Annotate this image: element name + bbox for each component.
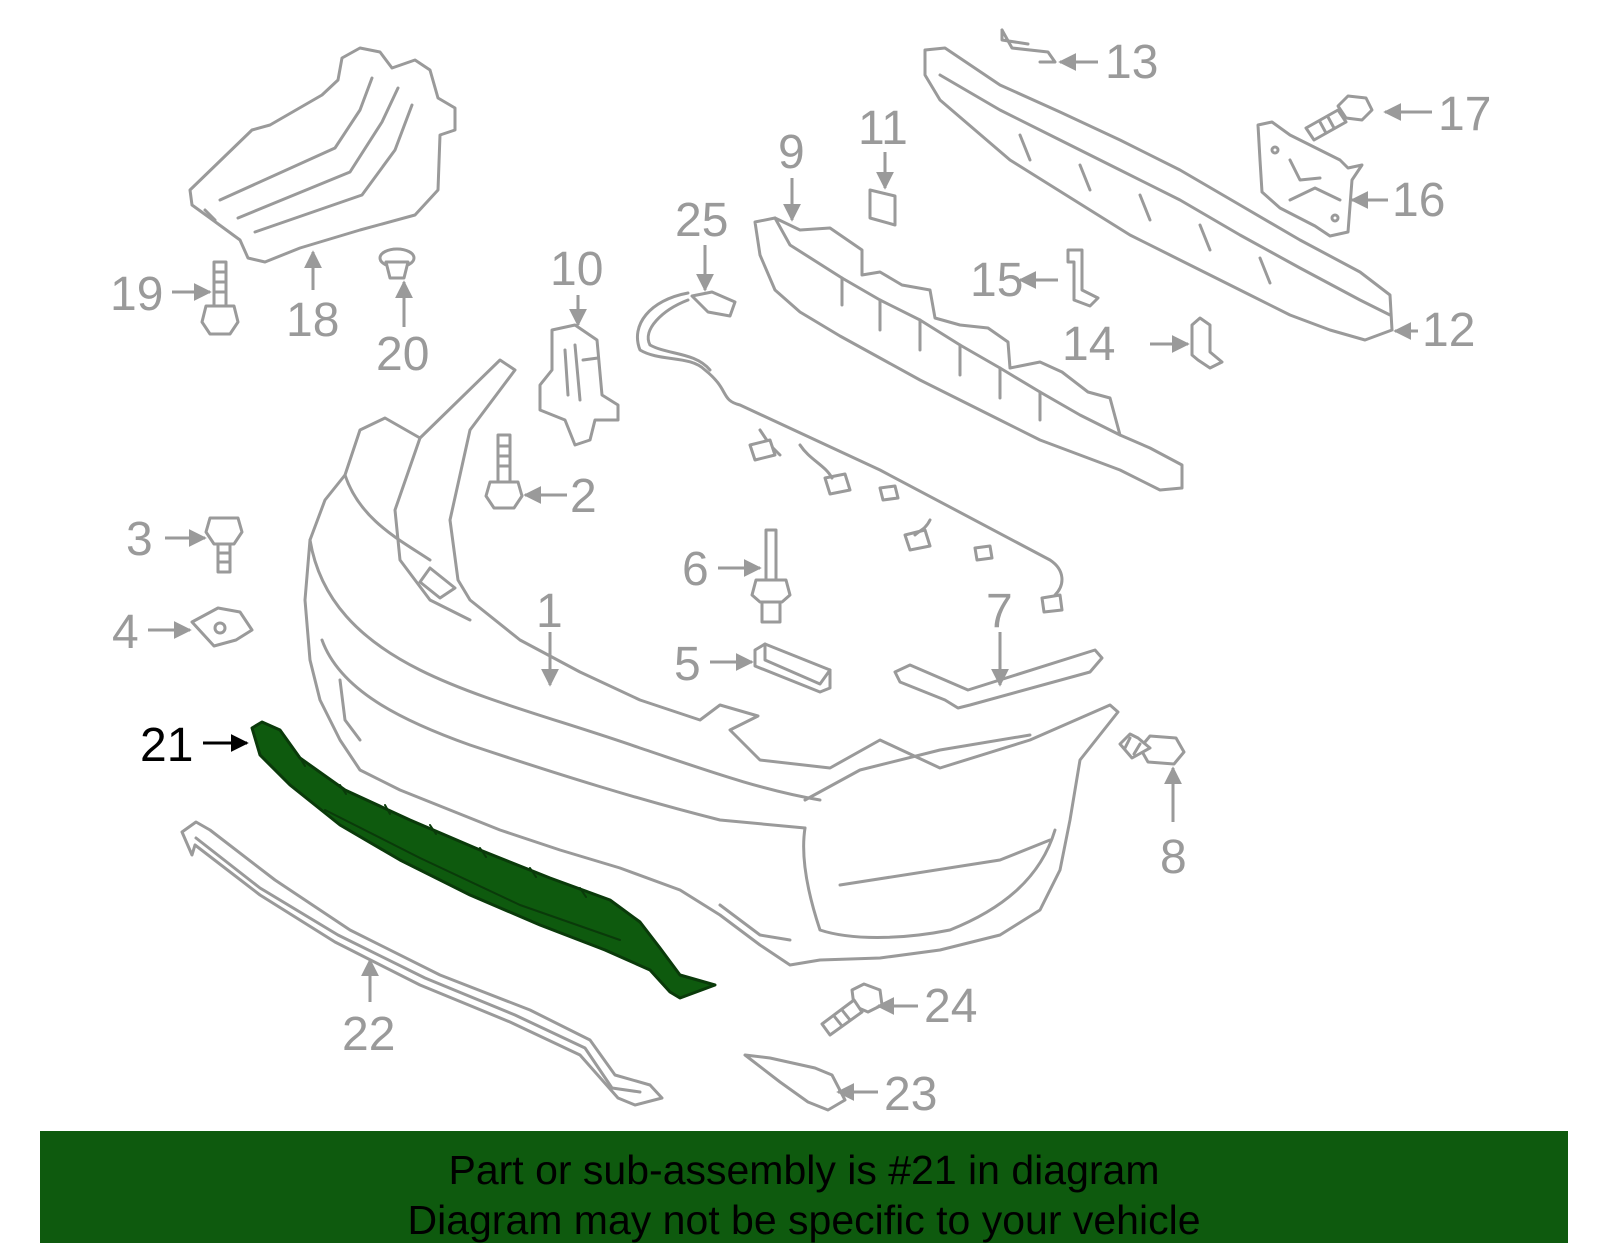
banner-line-disclaimer: Diagram may not be specific to your vehi… xyxy=(407,1197,1201,1243)
callout-2: 2 xyxy=(570,470,597,523)
callout-8: 8 xyxy=(1160,831,1187,884)
clip-part-14 xyxy=(1190,316,1224,370)
bolt-part-3 xyxy=(204,516,244,574)
callout-19: 19 xyxy=(110,268,163,321)
bolt-part-17 xyxy=(1304,94,1374,142)
info-banner: Part or sub-assembly is #21 in diagram D… xyxy=(40,1131,1568,1243)
pad-part-5 xyxy=(753,642,832,694)
reflector-strip-part-7 xyxy=(893,648,1104,710)
bracket-part-10 xyxy=(538,323,620,447)
callout-16: 16 xyxy=(1392,174,1445,227)
wiring-harness-part-25 xyxy=(636,290,1064,614)
callout-12: 12 xyxy=(1422,304,1475,357)
bumper-cover-part-1 xyxy=(303,358,1120,967)
corner-cover-part-23 xyxy=(743,1053,847,1112)
callout-1: 1 xyxy=(536,585,563,638)
callout-10: 10 xyxy=(550,243,603,296)
banner-line-part-number: Part or sub-assembly is #21 in diagram xyxy=(448,1147,1160,1193)
callout-18: 18 xyxy=(286,294,339,347)
push-clip-part-20 xyxy=(378,247,416,280)
callout-9: 9 xyxy=(778,126,805,179)
callout-20: 20 xyxy=(376,328,429,381)
callout-17: 17 xyxy=(1438,88,1491,141)
callout-14: 14 xyxy=(1062,318,1115,371)
bracket-plate-part-16 xyxy=(1256,120,1364,238)
bracket-part-15 xyxy=(1066,248,1100,308)
callout-22: 22 xyxy=(342,1008,395,1061)
lower-valance-part-21 xyxy=(250,720,717,1000)
callout-6: 6 xyxy=(682,543,709,596)
reinforcement-bar-part-12 xyxy=(923,46,1394,342)
energy-absorber-part-9 xyxy=(753,216,1184,492)
stud-part-6 xyxy=(750,528,792,624)
leader-lines xyxy=(148,53,1432,1101)
callout-11: 11 xyxy=(858,102,908,155)
callout-24: 24 xyxy=(924,980,977,1033)
splash-shield-part-18 xyxy=(188,46,457,264)
callout-13: 13 xyxy=(1105,36,1158,89)
callout-7: 7 xyxy=(986,585,1013,638)
bolt-part-19 xyxy=(200,260,240,336)
trim-strip-part-22 xyxy=(180,820,664,1107)
callout-4: 4 xyxy=(112,606,139,659)
label-part-11 xyxy=(868,188,897,227)
callout-25: 25 xyxy=(675,194,728,247)
retainer-clip-part-4 xyxy=(190,606,254,648)
bolt-part-8 xyxy=(1118,732,1186,766)
clip-part-13 xyxy=(1000,28,1057,64)
callout-23: 23 xyxy=(884,1068,937,1121)
bolt-part-24 xyxy=(820,982,884,1037)
bolt-part-2 xyxy=(484,433,524,510)
callout-21: 21 xyxy=(140,719,193,772)
callout-15: 15 xyxy=(970,254,1023,307)
callout-3: 3 xyxy=(126,513,153,566)
callout-labels: 13 17 11 9 16 25 10 15 19 18 12 14 20 2 … xyxy=(110,36,1491,1121)
callout-5: 5 xyxy=(674,638,701,691)
